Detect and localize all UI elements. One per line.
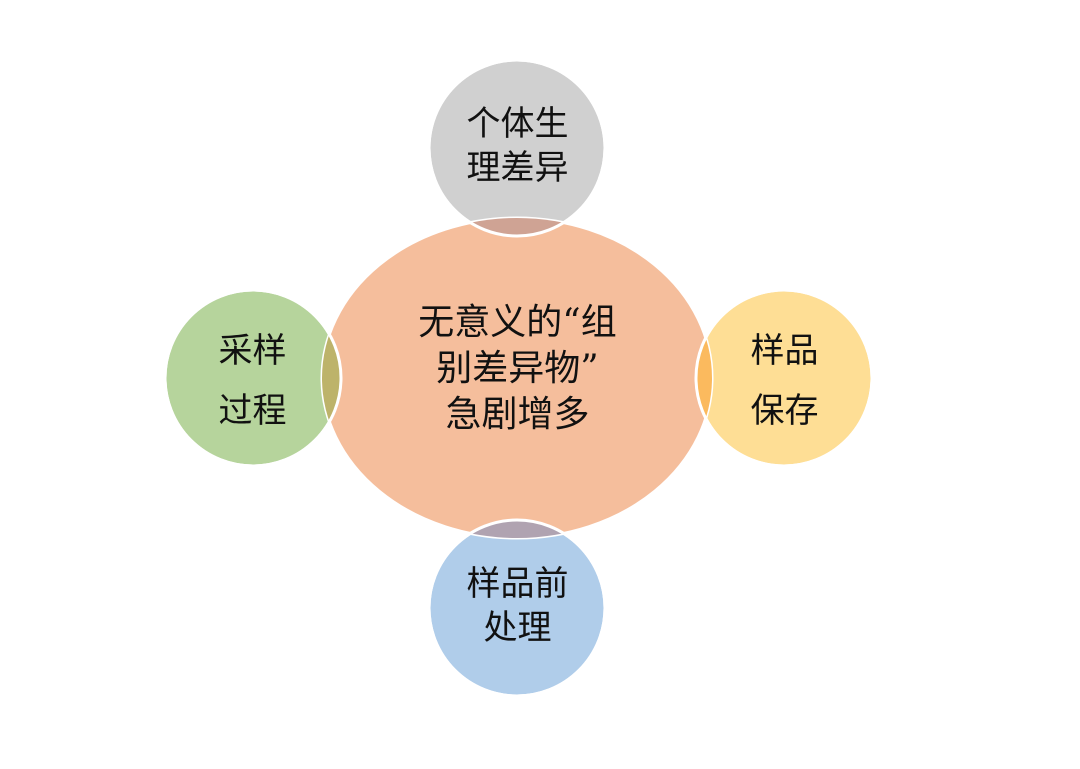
left-circle-outline [163, 288, 343, 468]
right-circle-outline [694, 288, 874, 468]
bottom-circle-outline [427, 518, 607, 698]
center-ellipse [320, 216, 714, 540]
top-circle-outline [427, 58, 607, 238]
